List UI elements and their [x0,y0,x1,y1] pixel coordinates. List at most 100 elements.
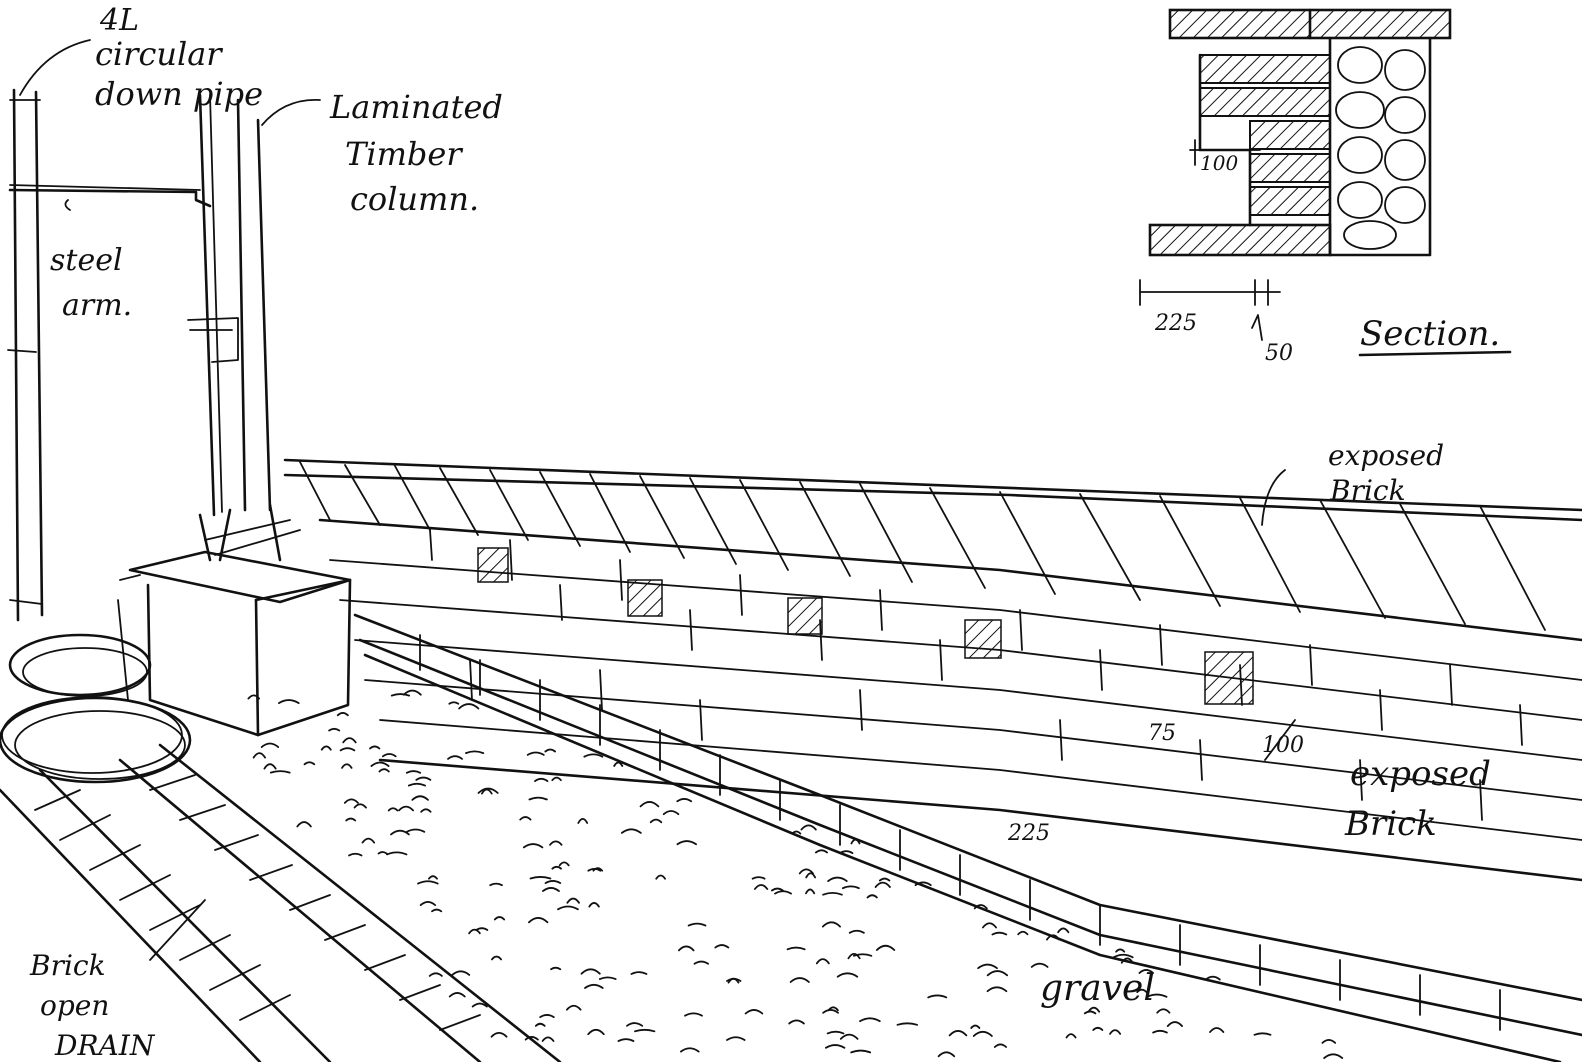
gravel-stroke [1109,1029,1122,1035]
gravel-stroke [539,1014,555,1018]
gravel-stroke [419,901,436,906]
drain-label-line2: open [40,989,109,1022]
section-dim-50: 50 [1265,341,1293,366]
gravel-stroke [303,761,316,766]
gravel-stroke [771,887,784,892]
gravel-stroke [726,1036,746,1041]
gravel-stroke [390,829,410,836]
gravel-stroke [626,1022,644,1027]
gravel-stroke [386,851,408,856]
gravel-stroke [491,955,502,961]
gravel-stroke [402,689,422,696]
gravel-stroke [557,905,579,911]
gravel-stroke [1083,1010,1097,1015]
exposed-side-label-line1: exposed [1350,754,1491,794]
gravel-stroke [805,872,816,879]
section-title: Section. [1360,314,1500,354]
gravel-stroke [269,770,291,774]
drain-label-line3: DRAIN [54,1029,156,1062]
exposed-top-label-line1: exposed [1328,439,1444,472]
gravel-stroke [477,787,499,794]
gravel-stroke [428,875,438,880]
gravel-stroke [993,1043,1007,1048]
gravel-stroke [348,852,363,857]
gravel-stroke [387,807,399,812]
gravel-stroke [1115,948,1126,953]
gravel-stroke [448,701,460,705]
steel-label-line1: steel [50,243,123,278]
gravel-stroke [1209,1027,1225,1033]
gravel-stroke [788,1019,805,1025]
gravel-stroke [687,922,707,927]
gravel-stroke [744,1009,764,1015]
pipe-label-line3: down pipe [95,75,263,113]
gravel-stroke [791,830,802,835]
gravel-stroke [390,693,411,697]
gravel-stroke [378,768,390,773]
gravel-stroke [634,1028,656,1033]
gravel-stroke [522,843,544,849]
gravel-stroke [468,928,481,935]
gravel-stroke [876,944,896,951]
gravel-stroke [655,874,666,880]
gravel-stroke [252,752,266,759]
pipe-label-line1: 4L [99,3,139,38]
gravel-stroke [448,992,466,998]
drain-label-line1: Brick [29,949,106,982]
down-pipe [7,88,212,622]
gravel-stroke [407,782,426,787]
gravel-stroke [1017,930,1029,936]
gravel-stroke [528,796,548,801]
gravel-stroke [566,897,580,904]
gravel-stroke [534,777,549,782]
gravel-stroke [986,970,1009,977]
gravel-stroke [617,1038,635,1042]
exposed-side-label-line2: Brick [1344,804,1437,844]
gravel-texture [247,689,1344,1059]
timber-column [187,93,301,562]
gravel-stroke [587,1028,605,1036]
gravel-stroke [805,888,816,895]
gravel-stroke [263,763,277,770]
gravel-stroke [558,861,570,867]
gravel-stroke [822,1009,839,1014]
gravel-stroke [827,876,848,882]
gravel-stroke [420,808,432,813]
gravel-stroke [551,776,562,782]
gravel-stroke [678,945,695,952]
gravel-stroke [751,876,766,880]
gravel-stroke [1120,957,1134,964]
gravel-stroke [247,694,260,700]
gravel-stroke [847,952,861,960]
gravel-stroke [353,803,367,809]
gravel-stroke [475,927,489,931]
gravel-stroke [800,824,817,831]
gravel-stroke [1156,1008,1171,1014]
gravel-stroke [320,745,332,751]
gravel-stroke [991,931,1008,936]
gravel-stroke [489,882,503,887]
gravel-stroke [544,748,556,753]
gravel-stroke [815,849,828,854]
gravel-stroke [1321,1039,1337,1044]
gravel-stroke [541,1036,555,1042]
gravel-stroke [676,840,697,846]
gravel-stroke [526,751,545,756]
gravel-stroke [405,770,422,774]
gravel-stroke [927,994,948,999]
gravel-stroke [566,1004,582,1011]
gravel-stroke [1112,953,1134,959]
gravel-stroke [848,929,865,934]
gravel-stroke [1204,975,1221,981]
hose-coil [0,633,192,784]
gravel-stroke [878,877,891,882]
gravel-stroke [896,1022,918,1026]
gravel-stroke [534,1022,546,1027]
gravel-stroke [649,818,663,824]
brick-wall [283,458,1582,882]
dim-225: 225 [1007,821,1050,846]
gravel-stroke [1166,1021,1183,1027]
gravel-stroke [973,904,988,910]
gravel-stroke [977,963,998,970]
